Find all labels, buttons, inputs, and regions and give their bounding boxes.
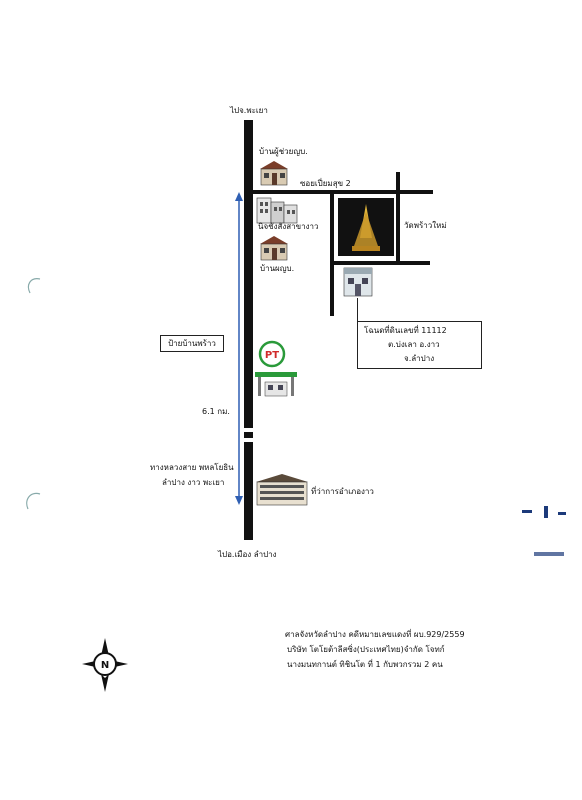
headman-house-label: บ้านผญบ. [260,264,295,273]
store-building-icon [256,197,298,224]
assistant-headman-house-label: บ้านผู้ช่วยญบ. [259,147,308,156]
deed-line-1: โฉนดที่ดินเลขที่ 11112 [364,326,447,335]
soi-branch-road [330,194,334,316]
deed-pointer-line [357,298,358,322]
gas-station-icon [255,372,297,397]
scan-artifact-hole [26,492,41,510]
soi-label: ซอยเปี่ยมสุข 2 [300,179,351,188]
road-south-label: ไปอ.เมือง ลำปาง [218,550,277,559]
scan-artifact-hole [27,278,41,294]
district-office-label: ที่ว่าการอำเภองาว [311,487,374,496]
compass-icon: N [82,638,128,692]
highway-label-line2: ลำปาง งาว พะเยา [162,478,225,487]
footer-line-1: ศาลจังหวัดลำปาง คดีหมายเลขแดงที่ ผบ.929/… [285,630,465,639]
temple-label: วัดพร้าวใหม่ [404,221,447,230]
pt-logo-text: PT [265,350,279,361]
temple-road-right [396,172,400,264]
village-sign: ป้ายบ้านพร้าว [160,335,224,352]
footer-line-2: บริษัท โตโยต้าลีสซิ่ง(ประเทศไทย)จำกัด โจ… [287,645,445,654]
highway-label-line1: ทางหลวงสาย พหลโยธิน [150,463,234,472]
distance-arrow [235,192,243,505]
road-break-mark [243,428,254,432]
highway-road [244,120,253,540]
target-house-icon [343,267,373,297]
house-icon [260,161,288,186]
footer-line-3: นางมนทกานต์ ทิชินโต ที่ 1 กับพวกรวม 2 คน [287,660,443,669]
compass-north-letter: N [101,660,109,671]
pt-logo-icon: PT [258,340,286,368]
road-break-mark [243,438,254,442]
deed-line-2: ต.บ่งเลา อ.งาว [388,340,440,349]
scan-artifact-marks [522,506,566,556]
headman-house-icon [260,236,288,261]
deed-info-box: โฉนดที่ดินเลขที่ 11112 ต.บ่งเลา อ.งาว จ.… [357,321,482,369]
deed-line-3: จ.ลำปาง [404,354,435,363]
district-office-icon [256,474,308,506]
soi-road [253,190,433,194]
distance-label: 6.1 กม. [202,407,230,416]
temple-icon [338,198,394,256]
road-north-label: ไปจ.พะเยา [230,106,268,115]
temple-road-bottom [334,261,430,265]
store-label: นิจชังสังสาขางาว [258,222,319,231]
